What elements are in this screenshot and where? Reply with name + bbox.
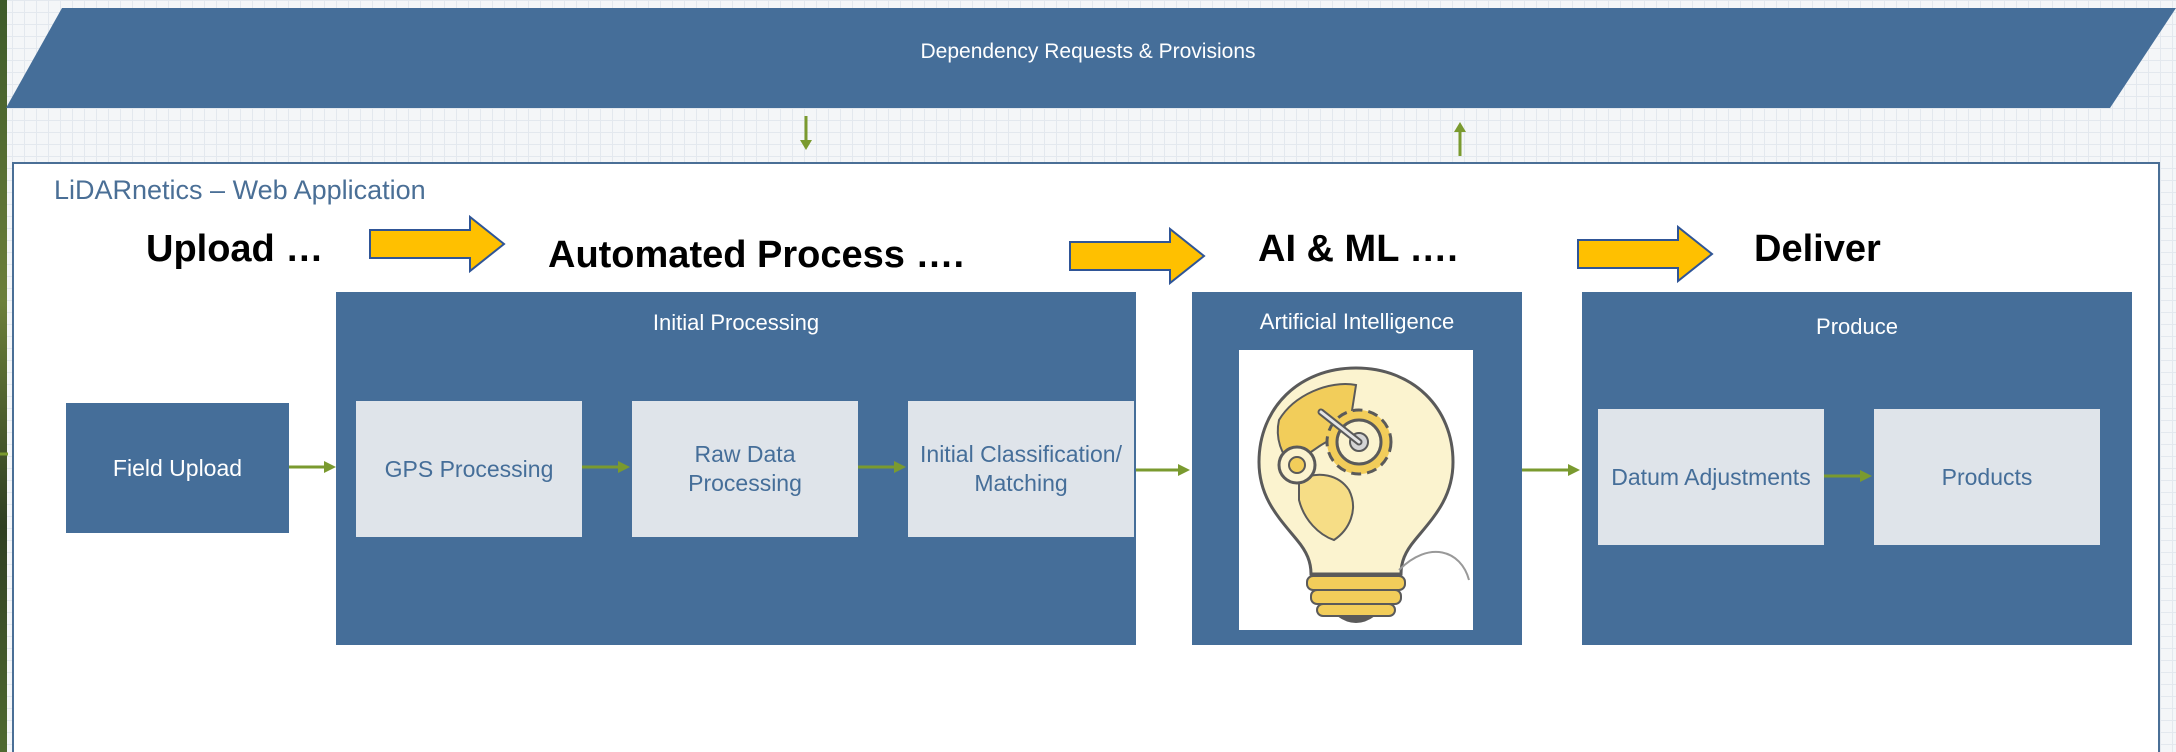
products-box: Products bbox=[1874, 409, 2100, 545]
ai-illustration-card bbox=[1239, 350, 1473, 630]
stage-arrow-right-icon bbox=[1577, 224, 1714, 284]
stage-deliver: Deliver bbox=[1754, 228, 1881, 270]
datum-adjustments-box: Datum Adjustments bbox=[1598, 409, 1824, 545]
stage-ai-ml: AI & ML …. bbox=[1258, 228, 1458, 270]
left-edge-photo-strip bbox=[0, 0, 7, 752]
field-upload-box: Field Upload bbox=[66, 403, 289, 533]
dependency-banner bbox=[6, 8, 2176, 108]
produce-title: Produce bbox=[1816, 314, 1898, 339]
stage-upload: Upload … bbox=[146, 228, 324, 270]
web-application-title: LiDARnetics – Web Application bbox=[54, 175, 426, 205]
gps-processing-box: GPS Processing bbox=[356, 401, 582, 537]
stage-arrow-right-icon bbox=[369, 214, 506, 274]
initial-processing-title: Initial Processing bbox=[652, 310, 820, 335]
banner-title: Dependency Requests & Provisions bbox=[920, 40, 1256, 63]
raw-data-processing-box: Raw Data Processing bbox=[632, 401, 858, 537]
stage-arrow-right-icon bbox=[1069, 226, 1206, 286]
lightbulb-gears-icon bbox=[1257, 366, 1470, 623]
stage-automated-process: Automated Process …. bbox=[548, 234, 964, 276]
initial-classification-box: Initial Classification/ Matching bbox=[908, 401, 1134, 537]
artificial-intelligence-title: Artificial Intelligence bbox=[1259, 309, 1455, 334]
